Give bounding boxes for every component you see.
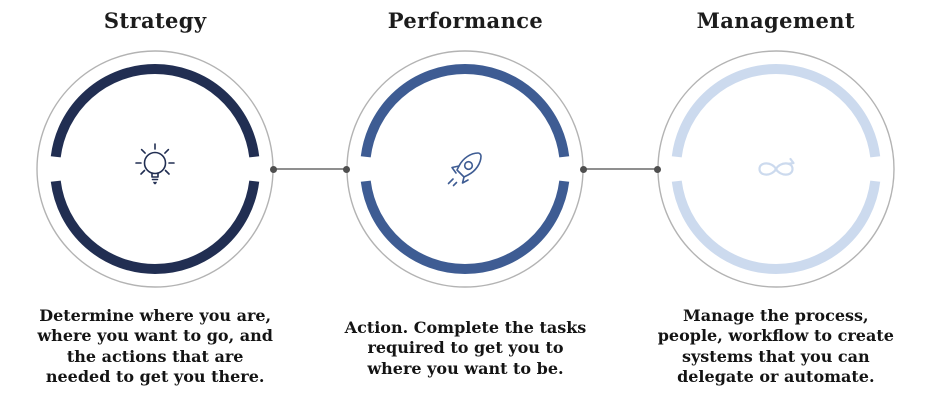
ring-arc-top	[361, 64, 570, 158]
performance-inner-ring	[361, 64, 570, 274]
ring-arc-bottom	[50, 180, 260, 274]
outer-ring	[36, 50, 274, 288]
strategy-description: Determine where you are, where you want …	[37, 306, 273, 387]
outer-ring	[346, 50, 585, 288]
connector-dot	[580, 165, 587, 173]
performance-description: Action. Complete the tasks required to g…	[344, 318, 587, 378]
connector-dot	[270, 165, 277, 173]
ring-arc-bottom	[671, 180, 881, 274]
column-performance: Performance Action. Complete t	[310, 0, 620, 415]
ring-arc-bottom	[361, 180, 570, 274]
rocket-icon	[448, 152, 483, 187]
column-strategy: Strategy	[0, 0, 310, 415]
management-inner-ring	[671, 64, 881, 274]
strategy-inner-ring	[50, 64, 260, 274]
management-circle	[657, 50, 895, 288]
connector-performance-management	[580, 165, 661, 173]
connector-strategy-performance	[270, 165, 350, 173]
ring-arc-top	[50, 64, 260, 158]
strategy-title: Strategy	[103, 8, 207, 33]
performance-circle	[346, 50, 585, 288]
lightbulb-icon	[135, 143, 175, 185]
management-title: Management	[696, 8, 855, 33]
connector-dot	[343, 165, 350, 173]
management-description: Manage the process, people, workflow to …	[657, 306, 894, 387]
strategy-circle	[36, 50, 274, 288]
connector-dot	[654, 165, 661, 173]
infinity-loop-icon	[758, 157, 795, 176]
performance-title: Performance	[387, 8, 544, 33]
column-management: Management Manage the process, people, w…	[621, 0, 931, 415]
ring-arc-top	[671, 64, 881, 158]
